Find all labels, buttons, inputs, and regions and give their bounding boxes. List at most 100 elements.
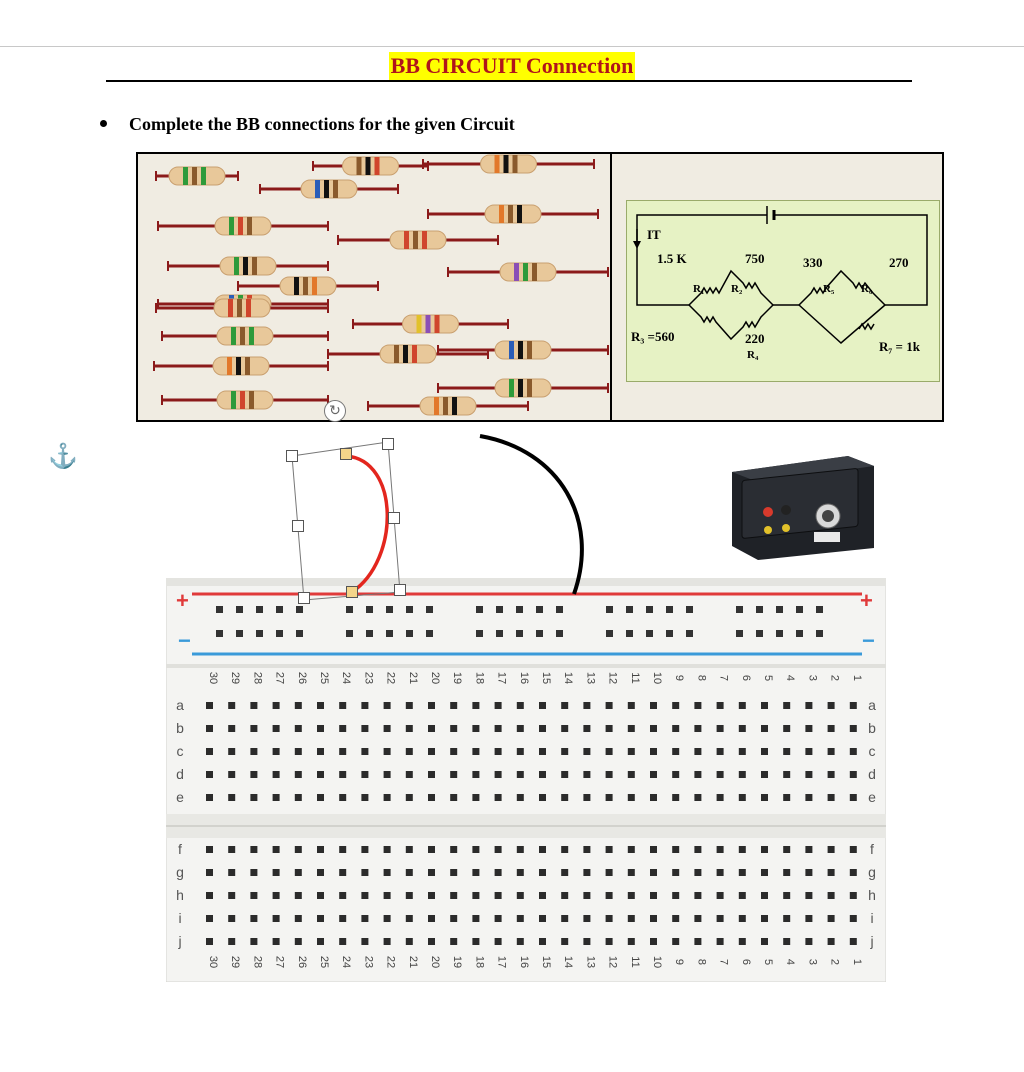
terminal-hole[interactable]: [561, 794, 569, 801]
terminal-hole[interactable]: [605, 915, 613, 922]
terminal-hole[interactable]: [672, 748, 680, 755]
terminal-hole[interactable]: [516, 771, 524, 778]
terminal-hole[interactable]: [228, 892, 236, 899]
terminal-hole[interactable]: [761, 748, 768, 755]
rail-hole[interactable]: [776, 630, 783, 637]
terminal-hole[interactable]: [472, 846, 480, 853]
terminal-hole[interactable]: [405, 938, 413, 945]
terminal-hole[interactable]: [605, 702, 613, 709]
terminal-hole[interactable]: [450, 794, 458, 801]
terminal-hole[interactable]: [805, 702, 813, 709]
terminal-hole[interactable]: [583, 938, 591, 945]
rail-hole[interactable]: [406, 630, 413, 637]
rail-hole[interactable]: [736, 606, 743, 613]
rail-hole[interactable]: [496, 630, 503, 637]
terminal-hole[interactable]: [539, 702, 546, 709]
terminal-hole[interactable]: [383, 915, 391, 922]
terminal-hole[interactable]: [428, 915, 435, 922]
terminal-hole[interactable]: [605, 938, 613, 945]
rail-hole[interactable]: [666, 606, 673, 613]
terminal-hole[interactable]: [361, 915, 369, 922]
terminal-hole[interactable]: [228, 869, 236, 876]
terminal-hole[interactable]: [206, 794, 213, 801]
terminal-hole[interactable]: [805, 915, 813, 922]
terminal-hole[interactable]: [561, 938, 569, 945]
terminal-hole[interactable]: [317, 846, 324, 853]
rail-hole[interactable]: [236, 630, 243, 637]
red-jumper-wire[interactable]: [345, 454, 389, 594]
terminal-hole[interactable]: [494, 892, 502, 899]
rail-hole[interactable]: [476, 630, 483, 637]
terminal-hole[interactable]: [472, 938, 480, 945]
terminal-hole[interactable]: [428, 892, 435, 899]
terminal-hole[interactable]: [516, 794, 524, 801]
rail-hole[interactable]: [736, 630, 743, 637]
terminal-hole[interactable]: [317, 938, 324, 945]
anchor-icon[interactable]: ⚓: [48, 444, 78, 470]
terminal-hole[interactable]: [383, 869, 391, 876]
terminal-hole[interactable]: [783, 748, 791, 755]
terminal-hole[interactable]: [716, 915, 724, 922]
terminal-hole[interactable]: [605, 794, 613, 801]
terminal-hole[interactable]: [206, 771, 213, 778]
rail-hole[interactable]: [556, 606, 563, 613]
terminal-hole[interactable]: [405, 846, 413, 853]
rail-hole[interactable]: [496, 606, 503, 613]
terminal-hole[interactable]: [583, 702, 591, 709]
terminal-hole[interactable]: [494, 702, 502, 709]
terminal-hole[interactable]: [428, 725, 435, 732]
terminal-hole[interactable]: [339, 725, 347, 732]
terminal-hole[interactable]: [294, 748, 302, 755]
terminal-hole[interactable]: [405, 725, 413, 732]
breadboard[interactable]: 3030292928282727262625252424232322222121…: [166, 578, 886, 982]
terminal-hole[interactable]: [339, 915, 347, 922]
terminal-hole[interactable]: [849, 748, 857, 755]
terminal-hole[interactable]: [428, 794, 435, 801]
rail-hole[interactable]: [366, 630, 373, 637]
terminal-hole[interactable]: [228, 846, 236, 853]
terminal-hole[interactable]: [450, 846, 458, 853]
terminal-hole[interactable]: [827, 771, 835, 778]
rail-hole[interactable]: [216, 606, 223, 613]
terminal-hole[interactable]: [428, 846, 435, 853]
terminal-hole[interactable]: [250, 702, 258, 709]
terminal-hole[interactable]: [250, 846, 258, 853]
terminal-hole[interactable]: [827, 938, 835, 945]
terminal-hole[interactable]: [472, 794, 480, 801]
terminal-hole[interactable]: [716, 748, 724, 755]
terminal-hole[interactable]: [783, 725, 791, 732]
terminal-hole[interactable]: [494, 725, 502, 732]
terminal-hole[interactable]: [450, 915, 458, 922]
terminal-hole[interactable]: [761, 794, 768, 801]
terminal-hole[interactable]: [849, 892, 857, 899]
terminal-hole[interactable]: [228, 938, 236, 945]
rotate-handle-icon[interactable]: ↻: [324, 400, 346, 422]
terminal-hole[interactable]: [805, 892, 813, 899]
terminal-hole[interactable]: [627, 846, 635, 853]
terminal-hole[interactable]: [694, 771, 702, 778]
terminal-hole[interactable]: [472, 892, 480, 899]
terminal-hole[interactable]: [450, 771, 458, 778]
rail-hole[interactable]: [646, 606, 653, 613]
terminal-hole[interactable]: [672, 938, 680, 945]
terminal-hole[interactable]: [650, 915, 657, 922]
terminal-hole[interactable]: [294, 892, 302, 899]
resize-handle-right[interactable]: [388, 512, 400, 524]
rail-hole[interactable]: [256, 630, 263, 637]
terminal-hole[interactable]: [561, 702, 569, 709]
terminal-hole[interactable]: [539, 915, 546, 922]
terminal-hole[interactable]: [761, 869, 768, 876]
rail-hole[interactable]: [686, 630, 693, 637]
terminal-hole[interactable]: [783, 702, 791, 709]
terminal-hole[interactable]: [650, 938, 657, 945]
terminal-hole[interactable]: [827, 748, 835, 755]
terminal-hole[interactable]: [583, 892, 591, 899]
rail-hole[interactable]: [296, 630, 303, 637]
terminal-hole[interactable]: [694, 892, 702, 899]
terminal-hole[interactable]: [494, 869, 502, 876]
terminal-hole[interactable]: [539, 892, 546, 899]
terminal-hole[interactable]: [650, 725, 657, 732]
terminal-hole[interactable]: [472, 915, 480, 922]
terminal-hole[interactable]: [561, 869, 569, 876]
terminal-hole[interactable]: [450, 748, 458, 755]
